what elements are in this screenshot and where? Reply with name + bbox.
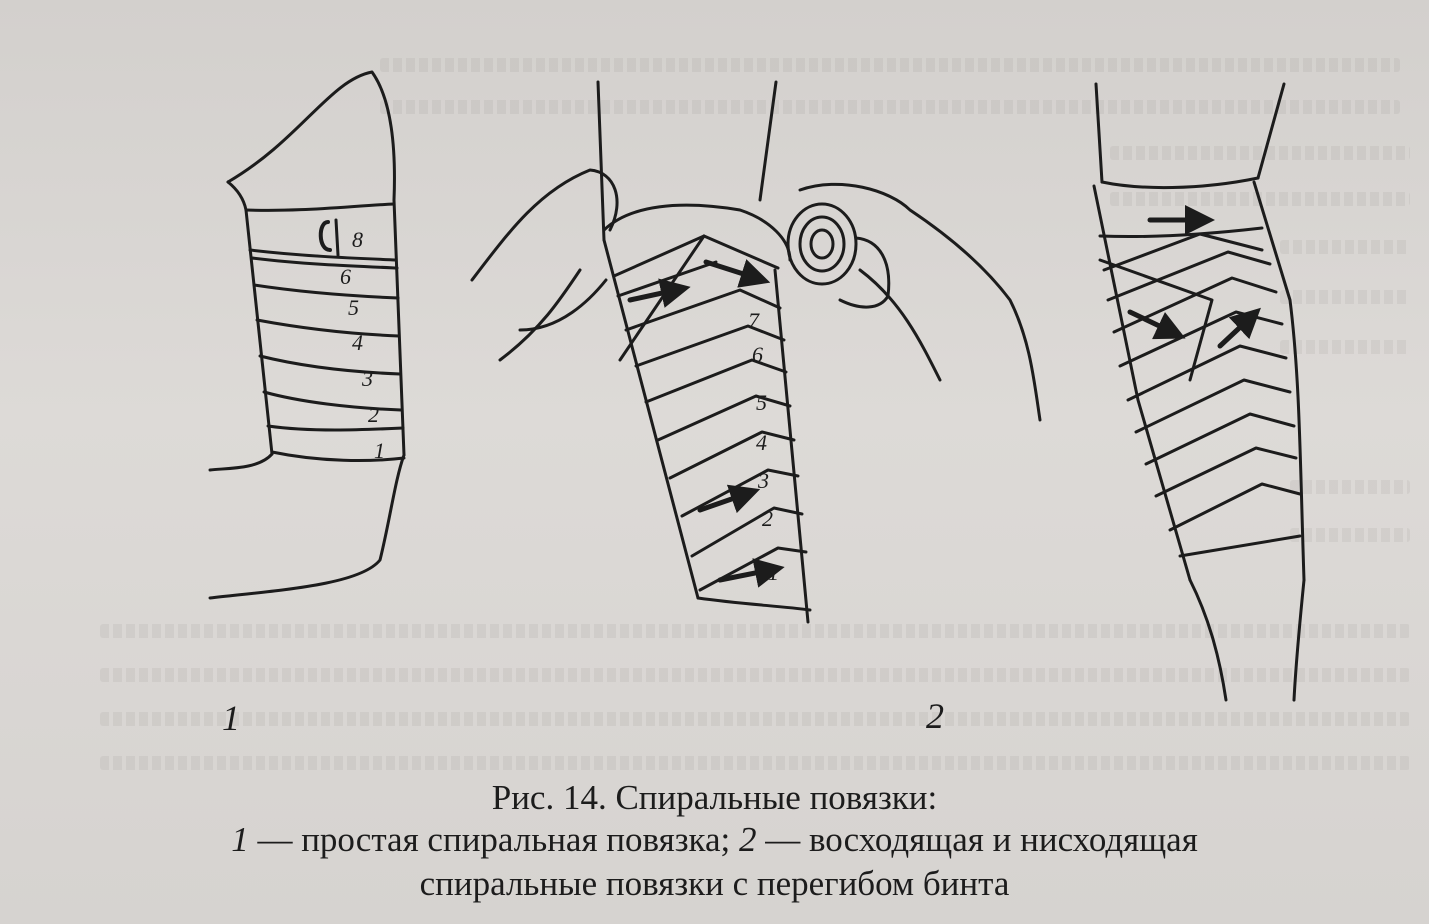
turn-number: 6 (752, 342, 763, 367)
caption-item-1-number: 1 (231, 820, 249, 859)
caption-item-2-text: — восходящая и нисходящая (756, 820, 1198, 859)
turn-number: 5 (756, 390, 767, 415)
caption-item-2-number: 2 (739, 820, 757, 859)
turn-number: 8 (352, 227, 363, 252)
turn-number: 3 (361, 366, 373, 391)
turn-number: 2 (368, 402, 379, 427)
caption-item-1-text: — простая спиральная повязка; (248, 820, 740, 859)
turn-number: 4 (756, 430, 767, 455)
figure-caption-line3: спиральные повязки с перегибом бинта (419, 864, 1010, 903)
reverse-spiral-application-drawing (470, 80, 1042, 624)
figure-label-2: 2 (926, 696, 944, 736)
turn-number: 4 (352, 330, 363, 355)
completed-reverse-spiral-drawing (1092, 82, 1306, 702)
figure-caption-title: Рис. 14. Спиральные повязки: (491, 778, 938, 817)
turn-number: 1 (374, 438, 385, 463)
figure-caption-items: 1 — простая спиральная повязка; 2 — восх… (0, 820, 1429, 860)
figure-label-1: 1 (222, 698, 240, 738)
turn-number: 7 (748, 308, 760, 333)
turn-number: 6 (340, 264, 351, 289)
turn-number: 5 (348, 295, 359, 320)
turn-number: 2 (762, 506, 773, 531)
turn-number: 1 (768, 560, 779, 585)
simple-spiral-bandage-drawing (208, 70, 406, 600)
turn-number: 3 (757, 468, 769, 493)
